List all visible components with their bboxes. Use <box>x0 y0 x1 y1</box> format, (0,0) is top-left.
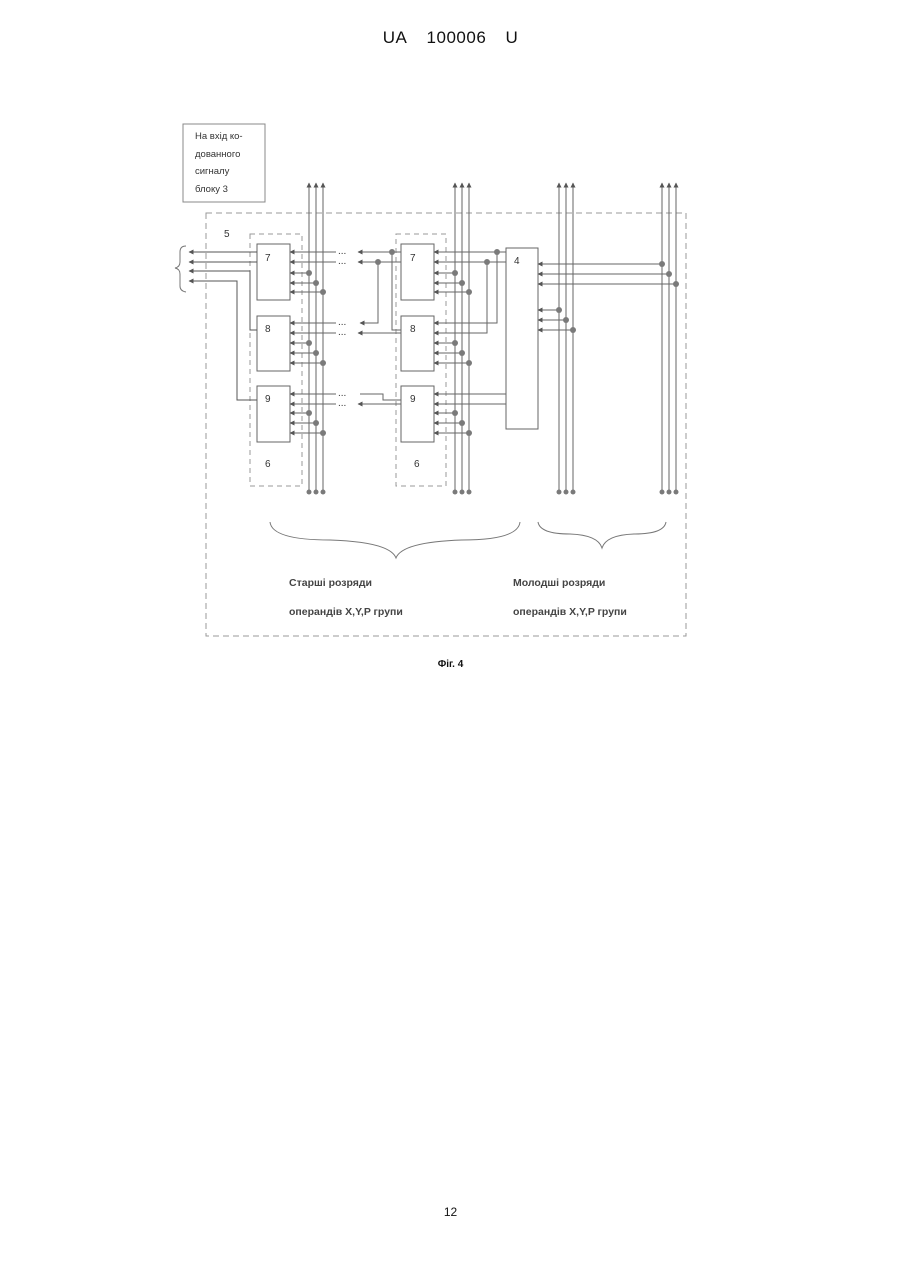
brace-lower-bits <box>538 522 666 548</box>
input-note-line-4: блоку 3 <box>195 184 228 195</box>
block-9-left-label: 9 <box>265 394 271 405</box>
page-number: 12 <box>0 1205 901 1219</box>
block-7-right <box>401 244 434 300</box>
ellipsis-row-2b: ... <box>338 327 346 338</box>
block-4 <box>506 248 538 429</box>
bus-lines-right <box>455 183 469 494</box>
input-note-line-1: На вхід ко- <box>195 131 243 142</box>
lower-bits-line-2: операндів X,Y,P групи <box>513 606 627 618</box>
upper-bits-line-2: операндів X,Y,P групи <box>289 606 403 618</box>
input-note-line-3: сигналу <box>195 166 230 177</box>
group-block-left-label: 6 <box>265 459 271 470</box>
output-lines <box>189 252 257 400</box>
block-4-label: 4 <box>514 256 520 267</box>
block-8-right-label: 8 <box>410 324 416 335</box>
outer-block-label: 5 <box>224 229 230 240</box>
ellipsis-row-1b: ... <box>338 256 346 267</box>
group-block-right-label: 6 <box>414 459 420 470</box>
input-note-line-2: дованного <box>195 149 240 160</box>
bus-lines-left <box>309 183 323 494</box>
block-8-left <box>257 316 290 371</box>
figure-caption: Фіг. 4 <box>0 659 901 670</box>
block-9-right-label: 9 <box>410 394 416 405</box>
carry-lines <box>290 252 506 404</box>
block-7-left-label: 7 <box>265 253 271 264</box>
block-9-right <box>401 386 434 442</box>
brace-upper-bits <box>270 522 520 558</box>
bus-lines-lower-b <box>662 183 676 494</box>
block-8-left-label: 8 <box>265 324 271 335</box>
block-7-right-label: 7 <box>410 253 416 264</box>
block-8-right <box>401 316 434 371</box>
junction-dots <box>306 249 679 495</box>
block-9-left <box>257 386 290 442</box>
lower-bits-line-1: Молодші розряди <box>513 577 605 589</box>
bus-lines-lower-a <box>559 183 573 494</box>
ellipsis-row-3b: ... <box>338 398 346 409</box>
block-7-left <box>257 244 290 300</box>
input-brace <box>175 246 186 292</box>
upper-bits-line-1: Старші розряди <box>289 577 372 589</box>
